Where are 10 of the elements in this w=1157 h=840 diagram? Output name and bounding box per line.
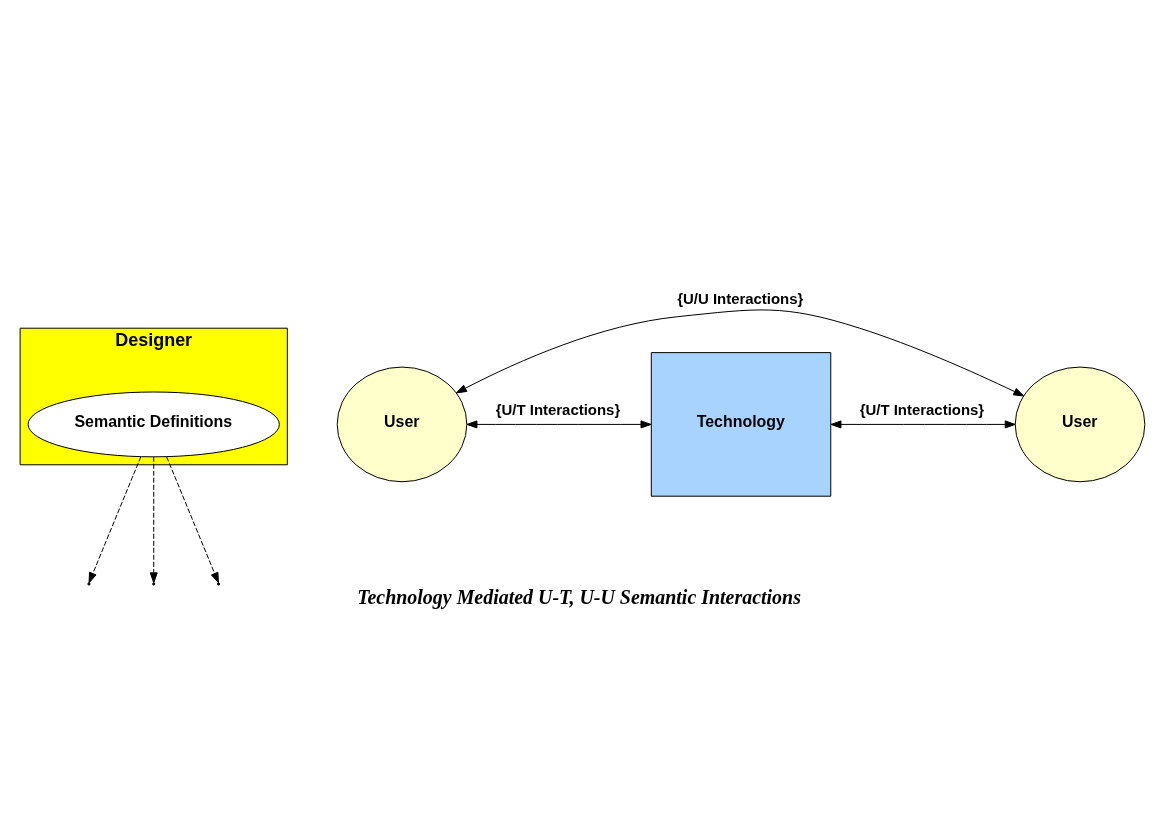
edge-label: {U/T Interactions} [859,401,985,419]
node-box: Technology [650,352,832,497]
edge-label: {U/U Interactions} [677,289,804,307]
arrow [830,420,1016,429]
node-ellipse: Semantic Definitions [27,391,280,458]
arrow [455,309,1025,397]
arrow [466,420,652,429]
edge-label: {U/T Interactions} [495,401,621,419]
arrow [88,456,142,584]
caption: Technology Mediated U-T, U-U Semantic Interactions [357,586,801,609]
